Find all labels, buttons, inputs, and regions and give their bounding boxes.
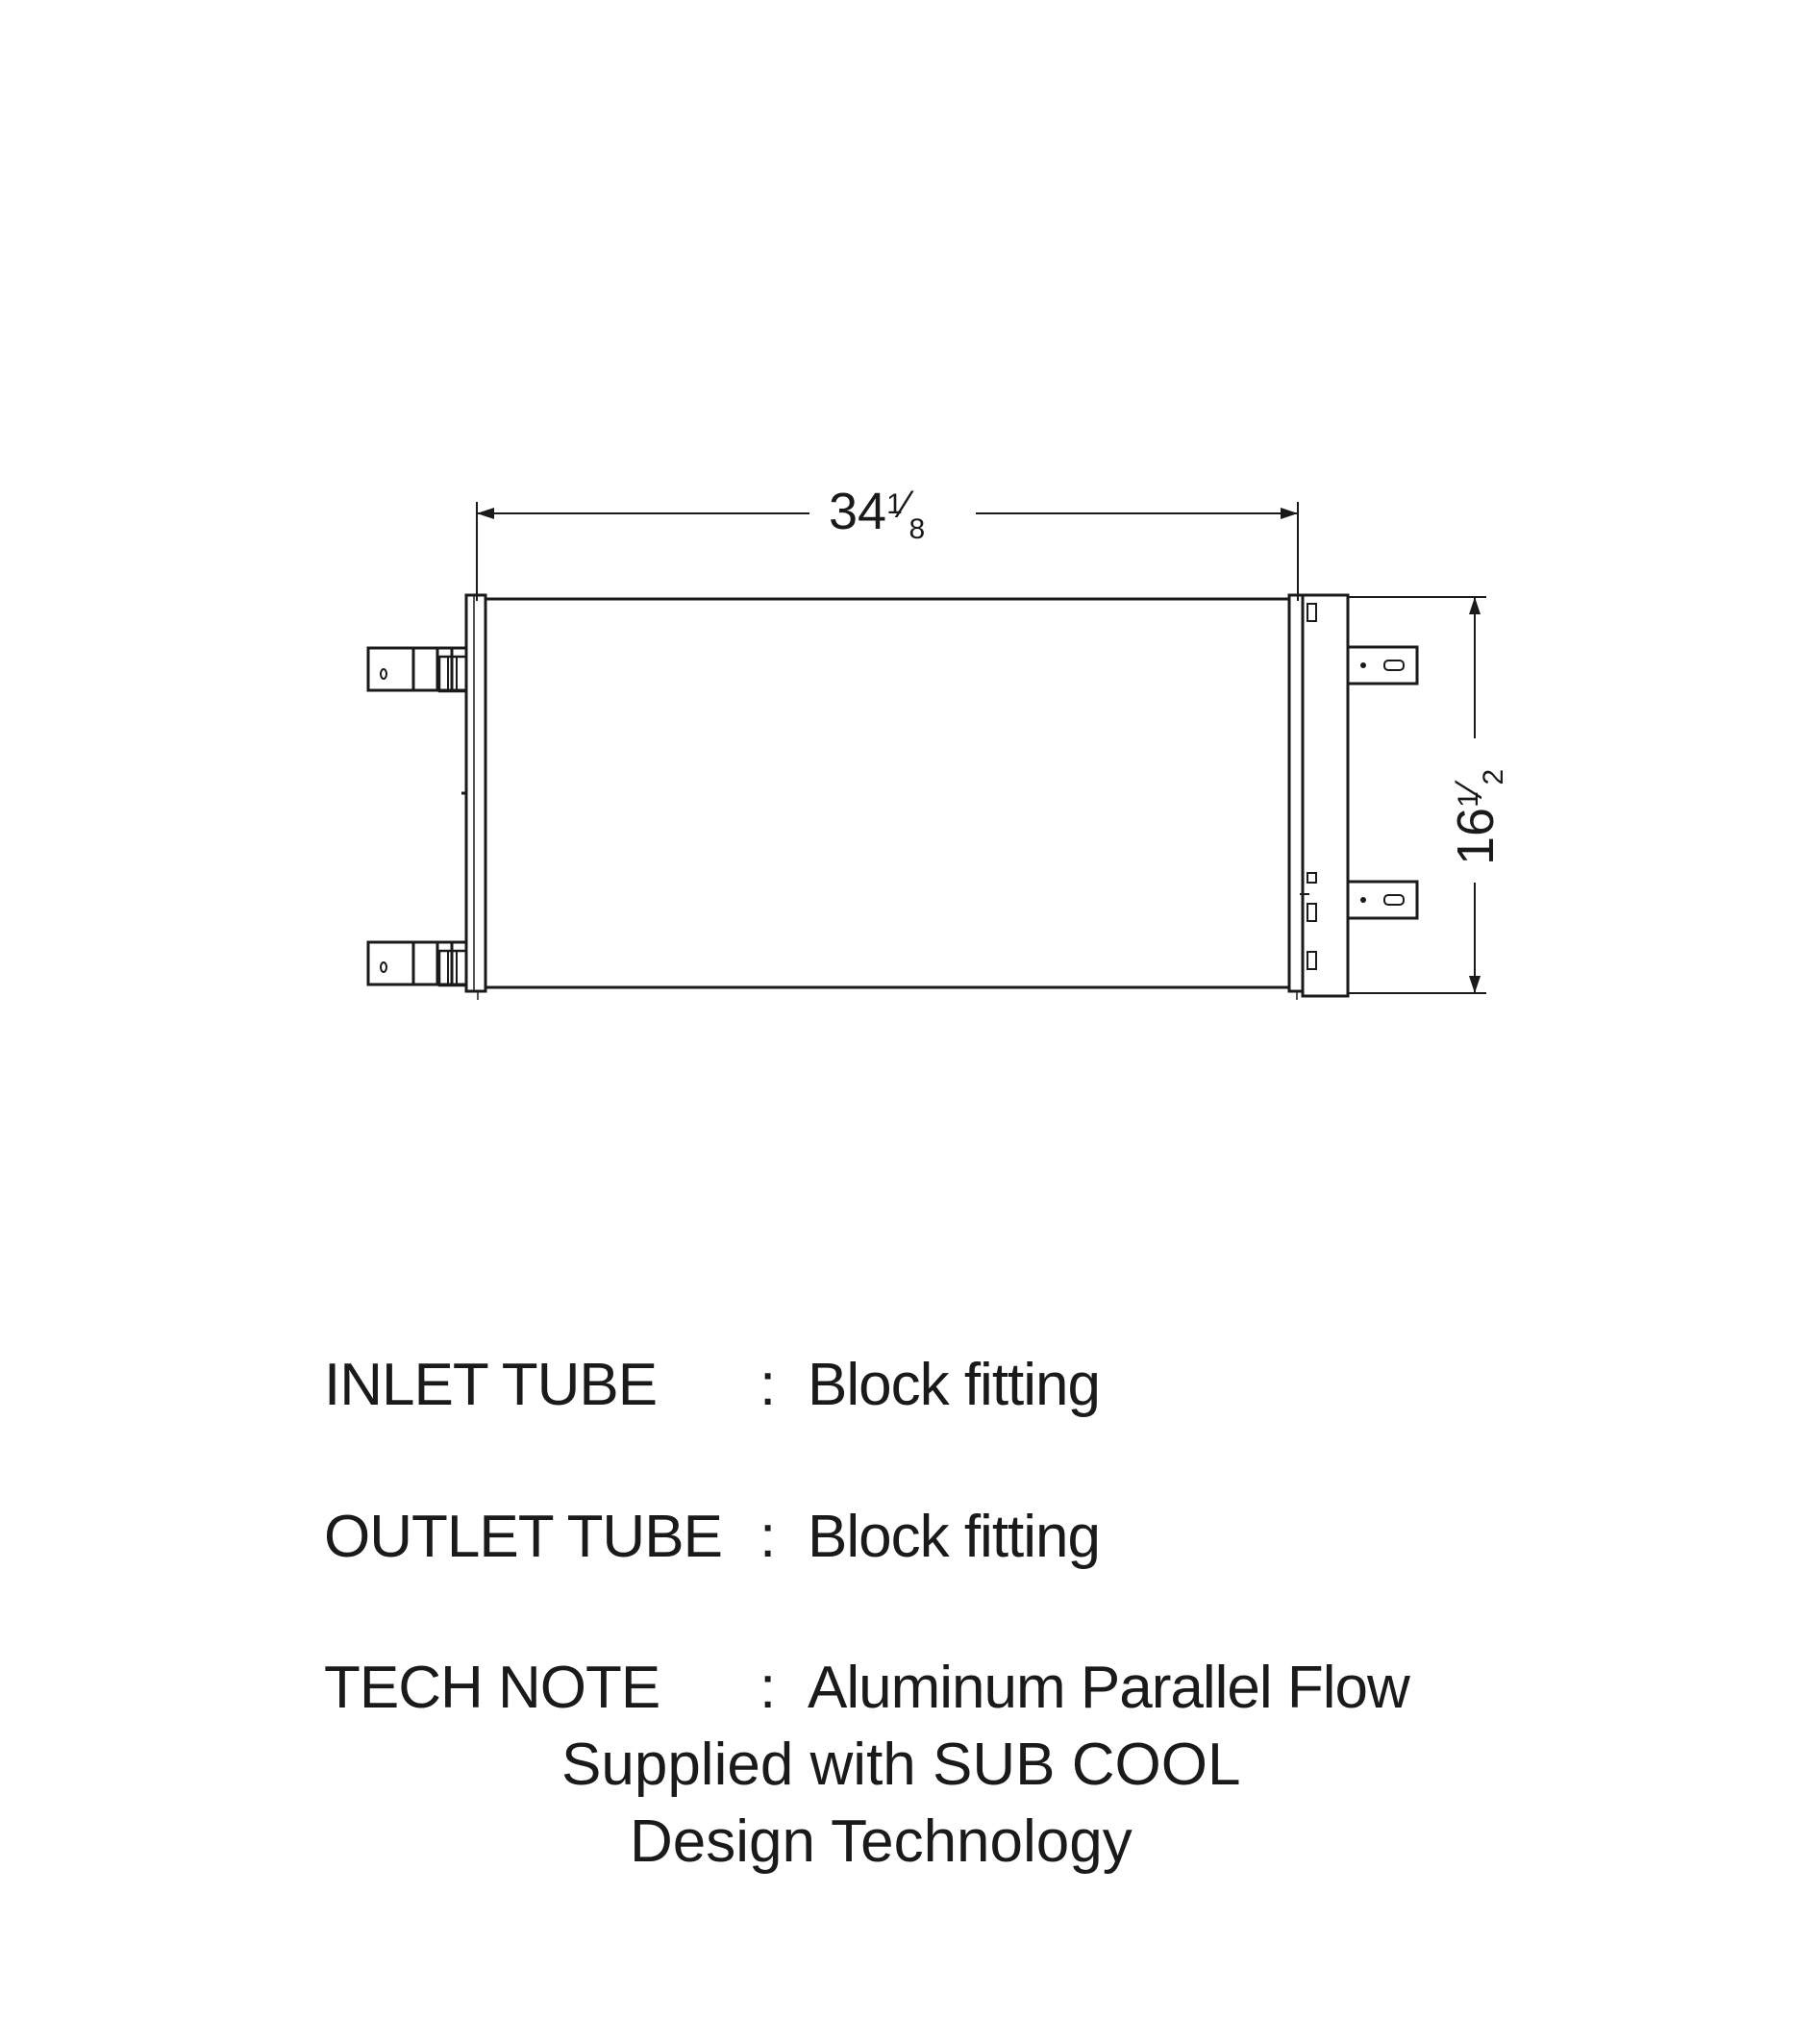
spec-value: Block fitting bbox=[808, 1352, 1101, 1418]
right-top-bracket bbox=[1346, 645, 1419, 685]
spec-value: Block fitting bbox=[808, 1504, 1101, 1570]
spec-colon: : bbox=[759, 1504, 776, 1570]
right-bottom-bracket bbox=[1346, 880, 1419, 920]
spec-row-inlet-tube: INLET TUBE : Block fitting bbox=[0, 1351, 1817, 1428]
spec-row-outlet-tube: OUTLET TUBE : Block fitting bbox=[0, 1503, 1817, 1580]
width-dimension-label: 341⁄8 bbox=[829, 483, 925, 545]
spec-label: INLET TUBE bbox=[324, 1352, 658, 1418]
spec-row-tech-note: TECH NOTE : Aluminum Parallel Flow bbox=[0, 1654, 1817, 1731]
left-header-tank bbox=[461, 593, 487, 1000]
tech-note-line-3: Design Technology bbox=[630, 1808, 1133, 1875]
spec-colon: : bbox=[759, 1352, 776, 1418]
height-dimension-line bbox=[1348, 596, 1486, 994]
height-dimension-label: 161⁄2 bbox=[1447, 769, 1509, 865]
width-dimension-line bbox=[476, 502, 1299, 601]
spec-value: Aluminum Parallel Flow bbox=[808, 1655, 1410, 1721]
spec-label: TECH NOTE bbox=[324, 1655, 660, 1721]
tech-note-line-2: Supplied with SUB COOL bbox=[561, 1732, 1241, 1798]
left-bottom-block-fitting bbox=[366, 940, 468, 987]
left-top-block-fitting bbox=[366, 646, 468, 693]
spec-colon: : bbox=[759, 1655, 776, 1721]
spec-label: OUTLET TUBE bbox=[324, 1504, 723, 1570]
condenser-core bbox=[484, 597, 1291, 989]
condenser-drawing: 341⁄8 161⁄2 bbox=[366, 483, 1509, 1000]
right-header-tank bbox=[1287, 593, 1350, 1000]
